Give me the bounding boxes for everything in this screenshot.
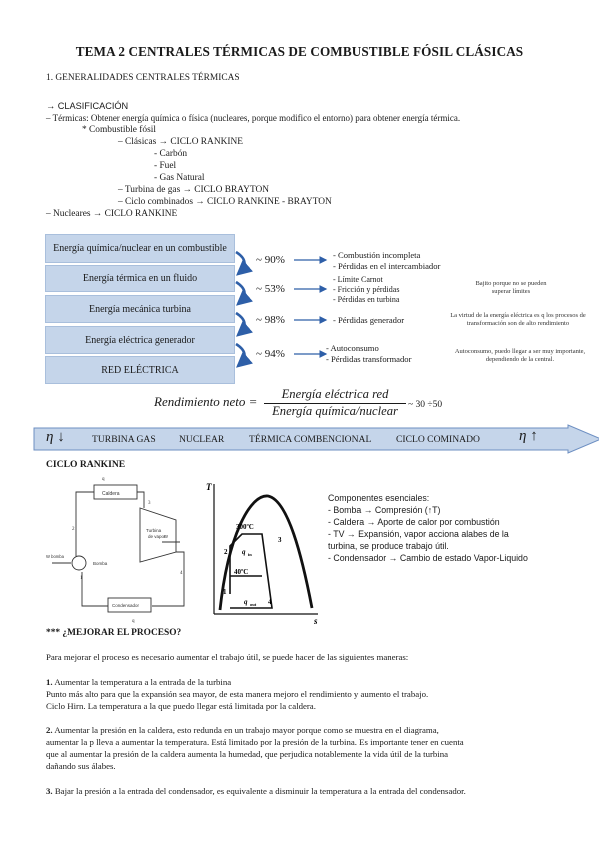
svg-text:W bomba: W bomba bbox=[46, 554, 65, 559]
loss-item: - Fricción y pérdidas bbox=[333, 285, 400, 294]
t-high-label: 300ºC bbox=[236, 523, 254, 531]
svg-text:1: 1 bbox=[80, 576, 83, 581]
loss-item: - Autoconsumo bbox=[326, 343, 379, 353]
components-title: Componentes esenciales: bbox=[328, 493, 430, 503]
efficiency-percent: ~ 94% bbox=[256, 348, 285, 360]
curved-arrow-icon bbox=[235, 342, 253, 368]
point-number: 2. bbox=[46, 725, 53, 735]
curved-arrow-icon bbox=[235, 311, 253, 337]
condensador-label: Condensador bbox=[112, 603, 140, 608]
svg-text:in: in bbox=[248, 552, 252, 557]
svg-text:q: q bbox=[242, 548, 246, 556]
flow-box-mechanical: Energía mecánica turbina bbox=[45, 295, 235, 323]
ciclo-combinados-line: – Ciclo combinados → CICLO RANKINE - BRA… bbox=[118, 197, 332, 207]
page-title: TEMA 2 CENTRALES TÉRMICAS DE COMBUSTIBLE… bbox=[75, 44, 524, 59]
formula-lhs: Rendimiento neto = bbox=[154, 394, 258, 409]
component-item: - Condensador → Cambio de estado Vapor-L… bbox=[328, 553, 528, 563]
termicas-line: – Térmicas: Obtener energía química o fí… bbox=[46, 113, 461, 123]
svg-text:4: 4 bbox=[268, 598, 272, 606]
improve-heading: *** ¿MEJORAR EL PROCESO? bbox=[46, 628, 182, 638]
flow-box-thermal: Energía térmica en un fluido bbox=[45, 265, 235, 292]
svg-text:q: q bbox=[132, 618, 135, 623]
curved-arrow-icon bbox=[235, 280, 253, 306]
side-note: Autoconsumo, puedo llegar a ser muy impo… bbox=[454, 348, 586, 363]
point-line: Aumentar la temperatura a la entrada de … bbox=[54, 677, 232, 687]
formula-range: ~ 30 ÷50 bbox=[408, 400, 443, 410]
improve-point-1: 1. Aumentar la temperatura a la entrada … bbox=[46, 677, 231, 689]
improve-point-2: 2. Aumentar la presión en la caldera, es… bbox=[46, 725, 439, 737]
combustible-line: * Combustible fósil bbox=[82, 125, 156, 135]
loss-item: - Pérdidas transformador bbox=[326, 354, 412, 364]
point-line: Punto más alto para que la expansión sea… bbox=[46, 689, 429, 699]
gas-line: - Gas Natural bbox=[154, 173, 205, 183]
point-number: 3. bbox=[46, 786, 53, 796]
fraction-bar bbox=[264, 403, 406, 404]
formula-numerator: Energía eléctrica red bbox=[281, 387, 389, 401]
rankine-plant-diagram: Caldera Turbina de vapor Bomba Condensad… bbox=[46, 476, 185, 623]
svg-text:3: 3 bbox=[148, 501, 151, 506]
turbina-gas-line: – Turbina de gas → CICLO BRAYTON bbox=[118, 185, 270, 195]
svg-text:W: W bbox=[164, 534, 168, 539]
improve-intro: Para mejorar el proceso es necesario aum… bbox=[46, 652, 409, 662]
clasicas-line: – Clásicas → CICLO RANKINE bbox=[118, 137, 243, 147]
curved-arrow-icon bbox=[235, 250, 253, 276]
svg-text:2: 2 bbox=[72, 527, 75, 532]
eta-arrow-bar bbox=[33, 424, 599, 454]
improve-point-3: 3. Bajar la presión a la entrada del con… bbox=[46, 786, 466, 798]
eta-bar-item: TURBINA GAS bbox=[92, 434, 156, 445]
eta-bar-item: CICLO COMINADO bbox=[396, 434, 480, 445]
efficiency-percent: ~ 53% bbox=[256, 283, 285, 295]
component-item: - Caldera → Aporte de calor por combusti… bbox=[328, 517, 500, 527]
loss-item: - Límite Carnot bbox=[333, 275, 383, 284]
side-note: La virtud de la energía eléctrica es q l… bbox=[450, 312, 586, 327]
point-line: Bajar la presión a la entrada del conden… bbox=[54, 786, 466, 796]
loss-item: - Pérdidas en turbina bbox=[333, 295, 400, 304]
section-heading: 1. GENERALIDADES CENTRALES TÉRMICAS bbox=[46, 73, 240, 83]
svg-text:q: q bbox=[244, 598, 248, 606]
component-item: - TV → Expansión, vapor acciona alabes d… bbox=[328, 529, 509, 539]
point-line: Aumentar la presión en la caldera, esto … bbox=[54, 725, 439, 735]
t-low-label: 40ºC bbox=[234, 568, 248, 576]
svg-text:q: q bbox=[102, 476, 105, 481]
flow-box-chemical: Energía química/nuclear en un combustibl… bbox=[45, 234, 235, 263]
flow-box-grid: RED ELÉCTRICA bbox=[45, 356, 235, 384]
loss-item: - Pérdidas generador bbox=[333, 315, 405, 325]
efficiency-percent: ~ 90% bbox=[256, 254, 285, 266]
carbon-line: - Carbón bbox=[154, 149, 188, 159]
point-line: Ciclo Hirn. La temperatura a la que pued… bbox=[46, 701, 316, 711]
point-line: dañando sus álabes. bbox=[46, 761, 116, 771]
point-number: 1. bbox=[46, 677, 53, 687]
component-item: turbina, se produce trabajo útil. bbox=[328, 541, 449, 551]
rankine-heading: CICLO RANKINE bbox=[46, 459, 126, 470]
turbina-label: Turbina bbox=[146, 528, 162, 533]
svg-text:1: 1 bbox=[223, 588, 227, 596]
nucleares-line: – Nucleares → CICLO RANKINE bbox=[46, 209, 178, 219]
svg-text:out: out bbox=[250, 602, 257, 607]
loss-item: - Pérdidas en el intercambiador bbox=[333, 261, 441, 271]
svg-text:2: 2 bbox=[224, 548, 228, 556]
svg-text:de vapor: de vapor bbox=[148, 534, 166, 539]
s-axis-label: s bbox=[313, 616, 318, 626]
caldera-label: Caldera bbox=[102, 491, 120, 497]
loss-item: - Combustión incompleta bbox=[333, 250, 421, 260]
component-item: - Bomba → Compresión (↑T) bbox=[328, 505, 441, 515]
ts-diagram: T s 300ºC 40ºC q in q out 2 1 3 4 bbox=[206, 482, 318, 626]
formula-denominator: Energía química/nuclear bbox=[272, 404, 398, 418]
efficiency-percent: ~ 98% bbox=[256, 314, 285, 326]
fuel-line: - Fuel bbox=[154, 161, 177, 171]
bomba-label: Bomba bbox=[93, 561, 108, 566]
classification-heading: → CLASIFICACIÓN bbox=[46, 101, 129, 111]
eta-down-label: η ↓ bbox=[46, 429, 65, 445]
t-axis-label: T bbox=[206, 482, 212, 492]
point-line: aumentar la p lleva a aumentar la temper… bbox=[46, 737, 464, 747]
point-line: que al aumentar la presión de la caldera… bbox=[46, 749, 449, 759]
flow-box-electric: Energía eléctrica generador bbox=[45, 326, 235, 354]
eta-bar-item: TÉRMICA COMBENCIONAL bbox=[249, 434, 372, 445]
side-note: Bajito porque no se pueden superar límit… bbox=[475, 280, 547, 295]
svg-text:4: 4 bbox=[180, 571, 183, 576]
svg-text:3: 3 bbox=[278, 536, 282, 544]
eta-up-label: η ↑ bbox=[519, 428, 538, 444]
eta-bar-item: NUCLEAR bbox=[179, 434, 225, 445]
